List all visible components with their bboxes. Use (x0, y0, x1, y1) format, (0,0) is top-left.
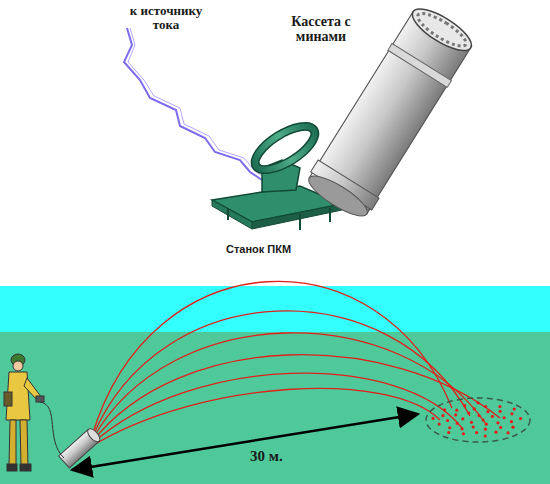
mine-dot (494, 431, 497, 434)
sky (0, 286, 550, 332)
mine-dot (447, 431, 450, 434)
dimension-label: 30 м. (250, 448, 283, 465)
mine-dot (484, 428, 487, 431)
mine-dot (446, 419, 449, 422)
mine-dot (496, 421, 499, 424)
wire-label: к источнику тока (118, 4, 214, 33)
launcher-tube (59, 427, 102, 468)
mine-dot (461, 427, 464, 430)
soldier (4, 354, 44, 471)
mine-dot (441, 414, 444, 417)
mine-dots (431, 401, 522, 437)
mine-dot (482, 418, 485, 421)
ground (0, 332, 550, 484)
mine-dot (485, 423, 488, 426)
mine-dot (454, 413, 457, 416)
control-cable (40, 402, 64, 458)
mine-dot (473, 407, 476, 410)
mine-dot (491, 415, 494, 418)
mine-dot (455, 409, 458, 412)
mine-dot (519, 417, 522, 420)
mine-dot (513, 408, 516, 411)
mine-dot (510, 420, 513, 423)
mine-dot (462, 432, 465, 435)
mine-dot (506, 431, 509, 434)
mine-dot (443, 408, 446, 411)
mine-dot (438, 422, 441, 425)
mine-dot (502, 416, 505, 419)
mine-trajectory (92, 281, 500, 446)
mine-dot (499, 410, 502, 413)
mine-dot (470, 421, 473, 424)
mine-dot (484, 434, 487, 437)
part-label: Кассета с минами (280, 14, 362, 45)
landing-zone (426, 398, 530, 442)
mine-dot (463, 404, 466, 407)
mine-dot (510, 412, 513, 415)
mine-dot (498, 405, 501, 408)
mine-dot (499, 426, 502, 429)
mine-dot (475, 431, 478, 434)
part-label: Станок ПКМ (226, 243, 291, 255)
mine-dot (448, 426, 451, 429)
mine-dot (484, 405, 487, 408)
mine-dot (456, 422, 459, 425)
mine-dot (467, 411, 470, 414)
mine-dot (472, 425, 475, 428)
distance-arrow (72, 414, 418, 470)
mine-dot (511, 426, 514, 429)
mine-dot (431, 417, 434, 420)
power-cable (128, 28, 270, 182)
mine-dot (476, 401, 479, 404)
mine-dot (486, 410, 489, 413)
mine-dot (461, 417, 464, 420)
mine-dot (477, 414, 480, 417)
